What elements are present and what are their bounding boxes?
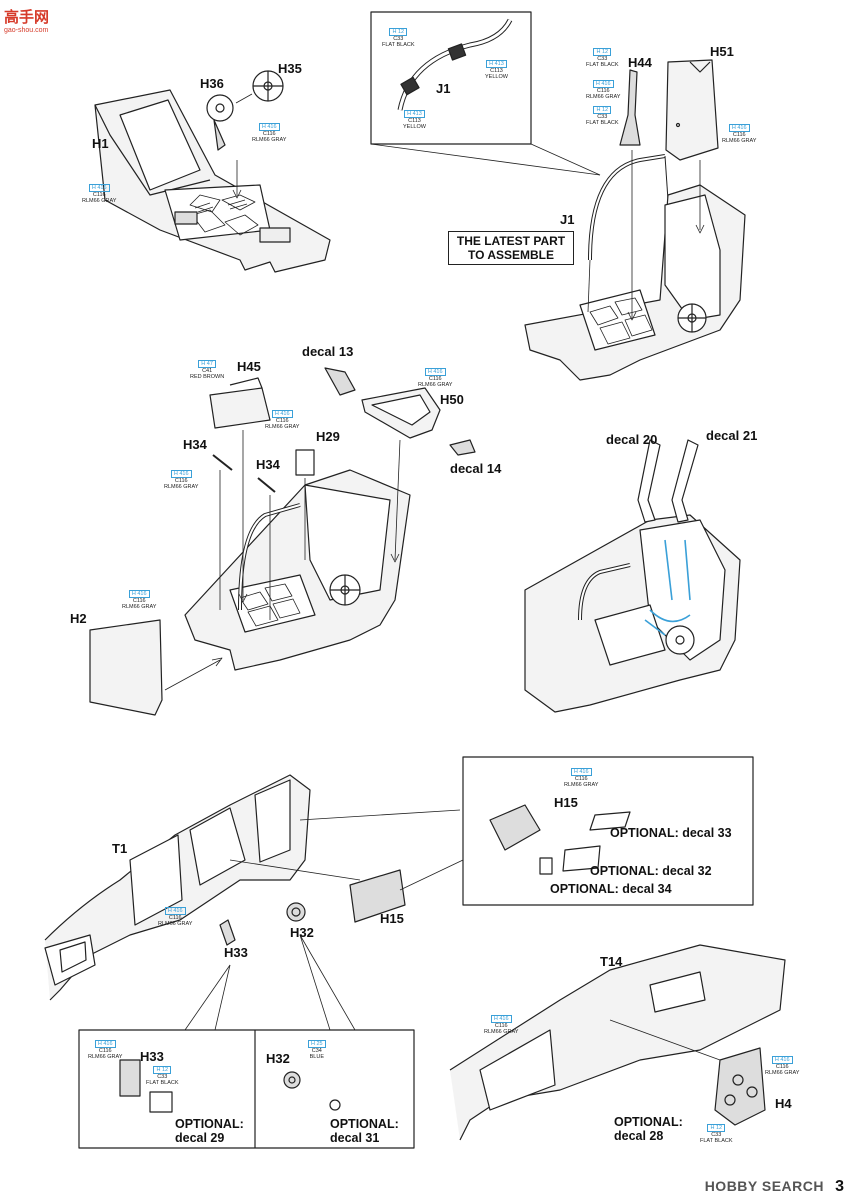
optional-decal-32: OPTIONAL: decal 32: [590, 864, 712, 878]
page-number: 3: [835, 1178, 844, 1195]
hobby-search-watermark: HOBBY SEARCH: [704, 1178, 824, 1194]
decal-label-20: decal 20: [606, 432, 658, 447]
paint-callout-rlm66: H 416 C116 RLM66 GRAY: [484, 1015, 519, 1035]
part-label-h34: H34: [183, 437, 207, 452]
part-label-h34: H34: [256, 457, 280, 472]
part-label-t14: T14: [600, 954, 623, 969]
part-label-h36: H36: [200, 76, 224, 91]
paint-callout-rlm66: H 416 C116 RLM66 GRAY: [265, 410, 300, 430]
part-label-h32: H32: [266, 1051, 290, 1066]
part-label-h35: H35: [278, 61, 302, 76]
paint-callout-red-brown: H 47 C41 RED BROWN: [190, 360, 225, 380]
paint-callout-rlm66: H 416 C116 RLM66 GRAY: [722, 124, 757, 144]
paint-callout-blue: H 25 C34 BLUE: [308, 1040, 326, 1060]
t1-assembly-drawing: [44, 756, 754, 1149]
decal-label-13: decal 13: [302, 344, 354, 359]
optional-decal-31: decal 31: [330, 1131, 380, 1145]
paint-callout-black: H 12 C33 FLAT BLACK: [146, 1066, 179, 1086]
watermark-logo: 高手网 gao-shou.com: [4, 9, 50, 34]
part-label-h45: H45: [237, 359, 261, 374]
part-label-h33: H33: [140, 1049, 164, 1064]
j1-assembly-drawing: [370, 11, 746, 381]
paint-callout-rlm66: H 416 C116 RLM66 GRAY: [82, 184, 117, 204]
belt-assembly-drawing: [524, 439, 741, 713]
paint-callout-rlm66: H 416 C116 RLM66 GRAY: [586, 80, 621, 100]
part-label-h2: H2: [70, 611, 87, 626]
optional-decal-33: OPTIONAL: decal 33: [610, 826, 732, 840]
optional-decal-34: OPTIONAL: decal 34: [550, 882, 672, 896]
paint-callout-black: H 12 C33 FLAT BLACK: [382, 28, 415, 48]
part-label-h50: H50: [440, 392, 464, 407]
paint-callout-rlm66: H 416 C116 RLM66 GRAY: [418, 368, 453, 388]
part-label-h1: H1: [92, 136, 109, 151]
paint-callout-rlm66: H 416 C116 RLM66 GRAY: [164, 470, 199, 490]
part-label-h33: H33: [224, 945, 248, 960]
h1-assembly-drawing: [94, 70, 331, 273]
paint-callout-rlm66: H 416 C116 RLM66 GRAY: [564, 768, 599, 788]
part-label-j1: J1: [436, 81, 451, 96]
paint-callout-black: H 12 C33 FLAT BLACK: [700, 1124, 733, 1144]
paint-callout-rlm66: H 416 C116 RLM66 GRAY: [88, 1040, 123, 1060]
optional-decal-28-heading: OPTIONAL:: [614, 1115, 683, 1129]
t14-assembly-drawing: [449, 944, 786, 1141]
part-label-h15: H15: [554, 795, 578, 810]
paint-callout-rlm66: H 416 C116 RLM66 GRAY: [765, 1056, 800, 1076]
part-label-h4: H4: [775, 1096, 792, 1111]
paint-callout-yellow: H 413 C113 YELLOW: [403, 110, 426, 130]
part-label-j1: J1: [560, 212, 575, 227]
part-label-h15: H15: [380, 911, 404, 926]
part-label-h29: H29: [316, 429, 340, 444]
paint-callout-rlm66: H 416 C116 RLM66 GRAY: [158, 907, 193, 927]
latest-part-note: THE LATEST PART TO ASSEMBLE: [448, 231, 574, 265]
h2-assembly-drawing: [89, 367, 476, 716]
paint-callout-rlm66: H 416 C116 RLM66 GRAY: [252, 123, 287, 143]
paint-callout-black: H 12 C33 FLAT BLACK: [586, 106, 619, 126]
optional-decal-29-heading: OPTIONAL:: [175, 1117, 244, 1131]
paint-callout-yellow: H 413 C113 YELLOW: [485, 60, 508, 80]
decal-label-21: decal 21: [706, 428, 758, 443]
part-label-h51: H51: [710, 44, 734, 59]
optional-decal-28: decal 28: [614, 1129, 664, 1143]
part-label-h44: H44: [628, 55, 652, 70]
optional-decal-29: decal 29: [175, 1131, 225, 1145]
part-label-t1: T1: [112, 841, 128, 856]
decal-label-14: decal 14: [450, 461, 502, 476]
paint-callout-rlm66: H 416 C116 RLM66 GRAY: [122, 590, 157, 610]
part-label-h32: H32: [290, 925, 314, 940]
optional-decal-31-heading: OPTIONAL:: [330, 1117, 399, 1131]
paint-callout-black: H 12 C33 FLAT BLACK: [586, 48, 619, 68]
